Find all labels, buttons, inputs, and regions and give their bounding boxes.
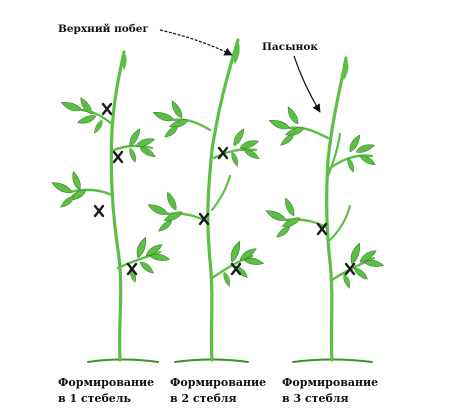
side-shoot-label: Пасынок xyxy=(262,41,318,53)
cut-mark-icon xyxy=(101,102,113,116)
top-shoot-arrow xyxy=(159,29,233,56)
caption-one-stem-line1: Формирование xyxy=(58,376,154,389)
third-stem xyxy=(328,204,352,242)
leaf-group xyxy=(330,241,385,290)
caption-two-stems-line1: Формирование xyxy=(170,376,266,389)
caption-one-stem-line2: в 1 стебель xyxy=(58,392,132,405)
top-shoot-label: Верхний побег xyxy=(58,23,149,35)
caption-three-stems-line2: в 3 стебля xyxy=(282,392,349,405)
caption-two-stems-line2: в 2 стебля xyxy=(170,392,237,405)
main-stem xyxy=(109,50,126,362)
plant-one-stem xyxy=(49,50,171,363)
leaf-group xyxy=(59,95,115,135)
leaf-group xyxy=(210,239,265,288)
plant-three-stems xyxy=(263,56,385,363)
second-stem xyxy=(326,132,342,178)
cut-mark-icon xyxy=(344,262,356,276)
cut-mark-icon xyxy=(198,212,210,226)
ground-line xyxy=(87,358,159,363)
leaf-group xyxy=(267,105,330,149)
side-shoot-arrow xyxy=(293,55,321,113)
second-stem xyxy=(210,174,232,212)
plant-two-stems xyxy=(145,38,265,363)
leaf-group xyxy=(116,235,171,284)
leaf-group xyxy=(328,132,378,174)
cut-mark-icon xyxy=(217,146,229,160)
cut-mark-icon xyxy=(126,262,138,276)
main-stem xyxy=(325,56,348,362)
leaf-group xyxy=(49,170,114,211)
leaf-group xyxy=(151,99,212,141)
cut-mark-icon xyxy=(112,150,124,164)
cut-mark-icon xyxy=(93,204,105,218)
cut-mark-icon xyxy=(230,262,242,276)
main-stem xyxy=(206,38,240,362)
leaf-group xyxy=(212,126,262,168)
cut-mark-icon xyxy=(316,222,328,236)
leaf-group xyxy=(145,190,210,235)
leaf-group xyxy=(112,126,158,164)
caption-three-stems-line1: Формирование xyxy=(282,376,378,389)
